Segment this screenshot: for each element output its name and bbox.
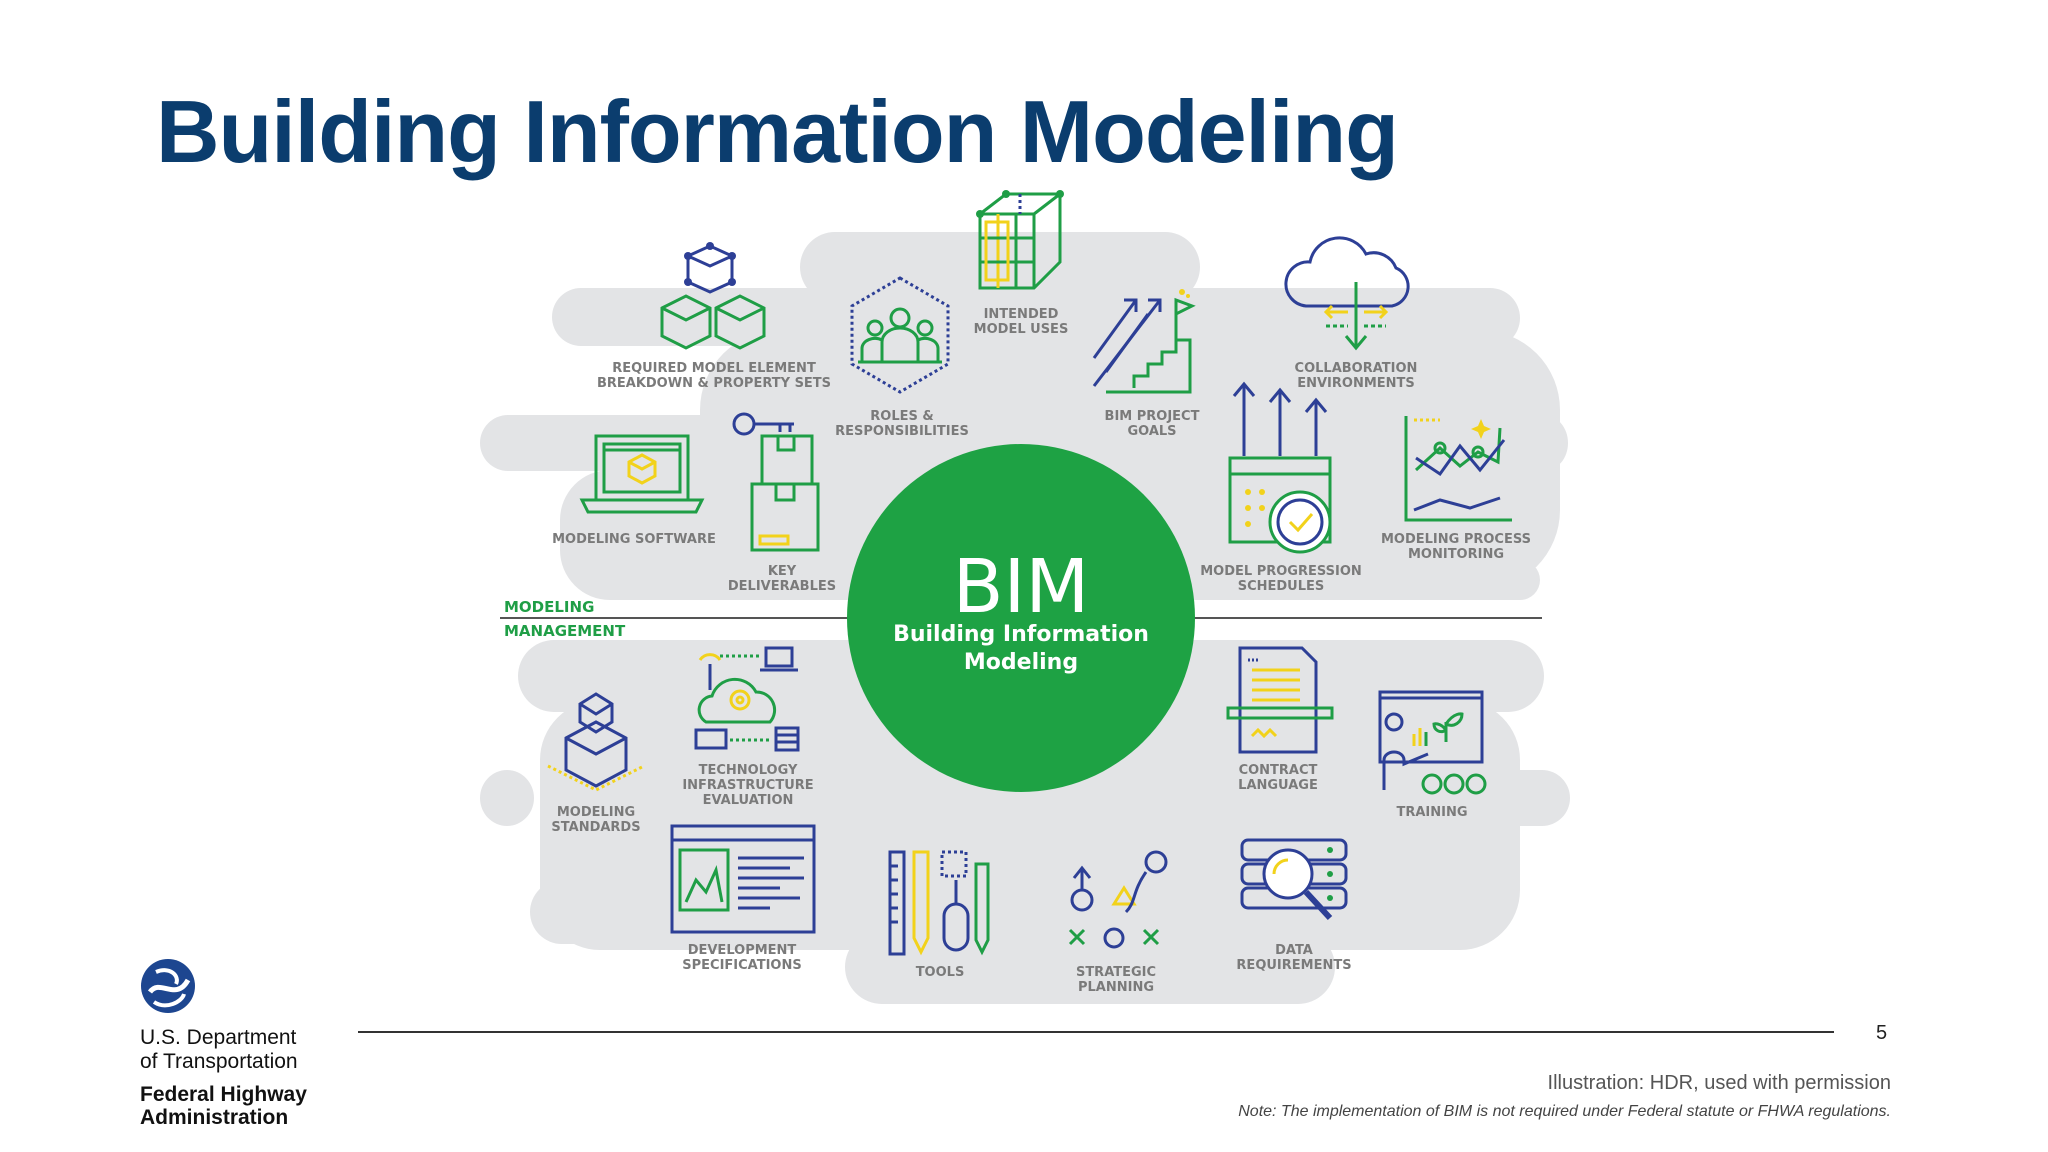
agency-line-2: of Transportation <box>140 1050 298 1073</box>
divider-label-management: MANAGEMENT <box>504 622 626 640</box>
center-line2: Modeling <box>964 650 1078 675</box>
label-intended-uses-2: MODEL USES <box>974 322 1069 337</box>
laptop-icon <box>579 434 705 514</box>
label-progression-schedules-1: MODEL PROGRESSION <box>1200 564 1362 579</box>
label-progression-schedules-2: SCHEDULES <box>1238 579 1325 594</box>
label-data-requirements-1: DATA <box>1275 943 1313 958</box>
label-bim-goals-1: BIM PROJECT <box>1105 409 1200 424</box>
label-roles-1: ROLES & <box>870 409 933 424</box>
data-search-icon <box>1240 838 1348 921</box>
cloud-sync-icon <box>1284 236 1410 351</box>
agency-line-4: Administration <box>140 1106 289 1129</box>
agency-line-3: Federal Highway <box>140 1083 307 1106</box>
label-strategic-planning-2: PLANNING <box>1078 980 1154 995</box>
label-collaboration-2: ENVIRONMENTS <box>1297 376 1415 391</box>
line-chart-icon <box>1404 416 1512 522</box>
bim-center-circle: BIM Building Information Modeling <box>847 444 1195 792</box>
label-process-monitoring-2: MONITORING <box>1408 547 1504 562</box>
stairs-flag-icon <box>1092 289 1196 394</box>
center-bim-text: BIM <box>953 544 1089 630</box>
spec-window-icon <box>670 824 816 934</box>
label-tech-infrastructure-2: INFRASTRUCTURE <box>682 778 813 793</box>
label-collaboration-1: COLLABORATION <box>1295 361 1418 376</box>
dot-logo-icon <box>141 959 195 1013</box>
stacked-cubes-icon <box>547 692 645 792</box>
label-contract-language-2: LANGUAGE <box>1238 778 1318 793</box>
tools-icon <box>888 850 990 956</box>
training-board-icon <box>1378 690 1487 795</box>
label-modeling-standards-1: MODELING <box>557 805 635 820</box>
network-cloud-gear-icon <box>694 646 800 752</box>
illustration-credit: Illustration: HDR, used with permission <box>1547 1072 1891 1094</box>
label-bim-goals-2: GOALS <box>1127 424 1176 439</box>
label-tech-infrastructure-1: TECHNOLOGY <box>699 763 798 778</box>
label-process-monitoring-1: MODELING PROCESS <box>1381 532 1531 547</box>
label-required-model-element-1: REQUIRED MODEL ELEMENT <box>612 361 816 376</box>
people-group-icon <box>850 276 950 394</box>
label-training: TRAINING <box>1396 805 1467 820</box>
contract-document-icon <box>1226 646 1334 754</box>
cubes-icon <box>660 242 766 350</box>
label-tools: TOOLS <box>916 965 965 980</box>
strategy-play-icon <box>1068 850 1168 949</box>
label-intended-uses-1: INTENDED <box>984 307 1059 322</box>
label-modeling-standards-2: STANDARDS <box>551 820 640 835</box>
calendar-clock-icon <box>1228 381 1332 554</box>
grid-cube-icon <box>976 190 1064 290</box>
divider-label-modeling: MODELING <box>504 598 594 616</box>
label-contract-language-1: CONTRACT <box>1239 763 1318 778</box>
key-boxes-icon <box>732 412 820 552</box>
footnote: Note: The implementation of BIM is not r… <box>1238 1103 1891 1120</box>
label-dev-specs-2: SPECIFICATIONS <box>682 958 801 973</box>
footer-rule <box>358 1031 1834 1033</box>
label-required-model-element-2: BREAKDOWN & PROPERTY SETS <box>597 376 831 391</box>
label-key-deliverables-1: KEY <box>768 564 797 579</box>
label-modeling-software: MODELING SOFTWARE <box>552 532 716 547</box>
page-title: Building Information Modeling <box>156 82 1399 181</box>
label-dev-specs-1: DEVELOPMENT <box>688 943 797 958</box>
label-strategic-planning-1: STRATEGIC <box>1076 965 1156 980</box>
center-line1: Building Information <box>893 622 1149 647</box>
label-tech-infrastructure-3: EVALUATION <box>703 793 794 808</box>
label-data-requirements-2: REQUIREMENTS <box>1236 958 1351 973</box>
agency-line-1: U.S. Department <box>140 1026 297 1049</box>
page-number: 5 <box>1876 1022 1888 1044</box>
label-roles-2: RESPONSIBILITIES <box>835 424 969 439</box>
label-key-deliverables-2: DELIVERABLES <box>728 579 836 594</box>
